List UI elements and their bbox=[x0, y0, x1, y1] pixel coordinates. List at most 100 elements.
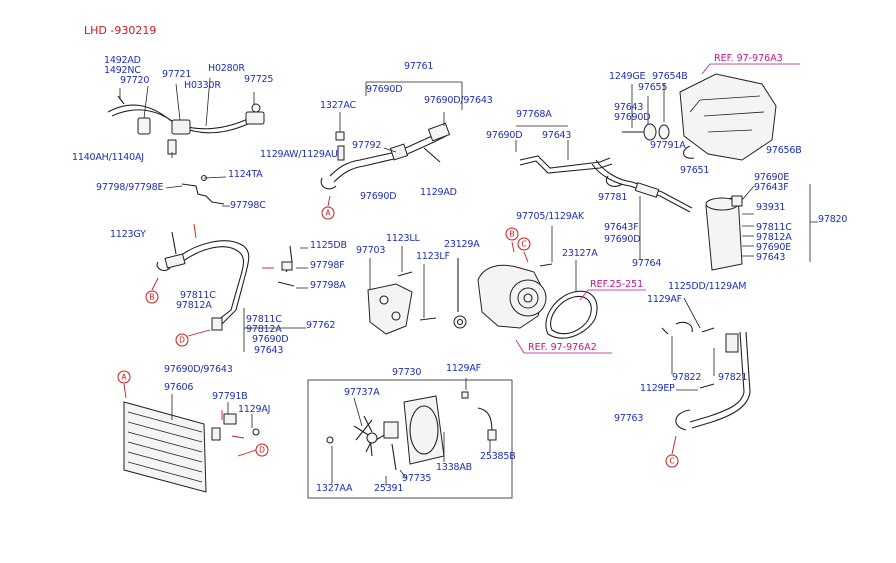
marker-letter: C bbox=[521, 240, 526, 249]
part-number-label: 1125DB bbox=[310, 240, 347, 251]
part-number-label: 97737A bbox=[344, 387, 380, 398]
part-number-label: 97812A bbox=[176, 300, 212, 311]
part-number-label: 1123LL bbox=[386, 233, 420, 244]
bracket-parts bbox=[165, 175, 230, 207]
marker-circle bbox=[321, 206, 335, 220]
part-number-label: 97811C bbox=[246, 314, 282, 325]
pipe-fittings bbox=[277, 245, 308, 289]
part-number-label: 97735 bbox=[402, 473, 431, 484]
part-number-label: 97690D bbox=[366, 84, 402, 95]
part-number-label: 1129AF bbox=[647, 294, 682, 305]
part-number-label: 1123LF bbox=[416, 251, 450, 262]
part-number-label: 97690E bbox=[756, 242, 791, 253]
part-number-label: 1249GE bbox=[609, 71, 646, 82]
part-number-label: 97656B bbox=[766, 145, 802, 156]
part-number-label: 97781 bbox=[598, 192, 627, 203]
drawing bbox=[107, 73, 818, 499]
part-number-label: 97812A bbox=[246, 324, 282, 335]
part-number-label: 97690D bbox=[604, 234, 640, 245]
part-number-label: 1140AH/1140AJ bbox=[72, 152, 144, 163]
part-number-label: 1338AB bbox=[436, 462, 472, 473]
part-number-label: H0280R bbox=[208, 63, 245, 74]
part-number-label: 1129EP bbox=[640, 383, 675, 394]
condenser bbox=[123, 394, 260, 493]
part-number-label: 1129AJ bbox=[238, 404, 270, 415]
part-number-label: 97725 bbox=[244, 74, 273, 85]
part-number-label: 97768A bbox=[516, 109, 552, 120]
marker-circle bbox=[175, 333, 189, 347]
part-number-label: 97791A bbox=[650, 140, 686, 151]
part-number-label: 1129AD bbox=[420, 187, 457, 198]
part-number-label: 1129AW/1129AU bbox=[260, 149, 338, 160]
part-number-label: 97651 bbox=[680, 165, 709, 176]
reference-label: REF. 97-976A3 bbox=[714, 53, 783, 64]
part-number-label: 97643F bbox=[604, 222, 639, 233]
marker-letter: B bbox=[149, 293, 154, 302]
connection-marker-c: C bbox=[665, 454, 679, 468]
part-number-label: 97643 bbox=[614, 102, 643, 113]
part-number-label: 97654B bbox=[652, 71, 688, 82]
part-number-label: 97643 bbox=[756, 252, 785, 263]
part-number-label: 97690D/97643 bbox=[164, 364, 233, 375]
drive-belt bbox=[545, 260, 598, 339]
connection-marker-b: B bbox=[505, 227, 519, 241]
part-number-label: 97763 bbox=[614, 413, 643, 424]
part-number-label: 97811C bbox=[180, 290, 216, 301]
part-number-label: 97792 bbox=[352, 140, 381, 151]
compressor-bracket bbox=[367, 246, 437, 335]
reference-label: REF. 97-976A2 bbox=[528, 342, 597, 353]
reference-label: REF.25-251 bbox=[590, 279, 643, 290]
part-number-label: 93931 bbox=[756, 202, 785, 213]
part-number-label: 97690D bbox=[486, 130, 522, 141]
part-number-label: 97655 bbox=[638, 82, 667, 93]
control-cable-assembly bbox=[107, 77, 265, 158]
part-number-label: 1124TA bbox=[228, 169, 263, 180]
connection-marker-a: A bbox=[117, 370, 131, 384]
part-number-label: 1125DD/1129AM bbox=[668, 281, 746, 292]
marker-circle bbox=[517, 237, 531, 251]
part-number-label: 97703 bbox=[356, 245, 385, 256]
part-number-label: 1492AD bbox=[104, 55, 141, 66]
connection-marker-b: B bbox=[145, 290, 159, 304]
compressor-clutch bbox=[477, 226, 553, 329]
connection-marker-c: C bbox=[517, 237, 531, 251]
part-number-label: 97791B bbox=[212, 391, 248, 402]
marker-circle bbox=[255, 443, 269, 457]
marker-letter: A bbox=[325, 209, 331, 218]
discharge-tube-97768A bbox=[515, 125, 613, 174]
suction-hose-97761 bbox=[320, 81, 463, 190]
compressor-housing bbox=[622, 73, 777, 161]
part-number-label: 25385B bbox=[480, 451, 516, 462]
part-number-label: 97761 bbox=[404, 61, 433, 72]
part-number-label: 1327AA bbox=[316, 483, 353, 494]
part-number-label: 97762 bbox=[306, 320, 335, 331]
marker-circle bbox=[665, 454, 679, 468]
part-number-label: 1327AC bbox=[320, 100, 357, 111]
marker-leaders bbox=[123, 195, 677, 457]
part-number-label: 97720 bbox=[120, 75, 149, 86]
part-number-label: 97821 bbox=[718, 372, 747, 383]
part-number-label: 97812A bbox=[756, 232, 792, 243]
part-number-label: 97606 bbox=[164, 382, 193, 393]
part-number-label: 1123GY bbox=[110, 229, 146, 240]
part-number-label: 97764 bbox=[632, 258, 661, 269]
part-number-label: H0330R bbox=[184, 80, 221, 91]
part-number-label: 97690D bbox=[614, 112, 650, 123]
part-number-label: 97730 bbox=[392, 367, 421, 378]
marker-letter: A bbox=[121, 373, 127, 382]
part-number-label: 97721 bbox=[162, 69, 191, 80]
receiver-drier bbox=[705, 184, 818, 271]
diagram-code: LHD -930219 bbox=[84, 24, 156, 37]
hose-97763 bbox=[661, 297, 751, 431]
fan-assembly bbox=[307, 378, 513, 499]
part-number-label: 23129A bbox=[444, 239, 480, 250]
marker-circle bbox=[505, 227, 519, 241]
hose-97762 bbox=[156, 231, 306, 352]
part-number-label: 97705/1129AK bbox=[516, 211, 585, 222]
part-number-label: 1129AF bbox=[446, 363, 481, 374]
part-number-label: 97820 bbox=[818, 214, 847, 225]
liquid-pipe-97764 bbox=[591, 159, 693, 260]
